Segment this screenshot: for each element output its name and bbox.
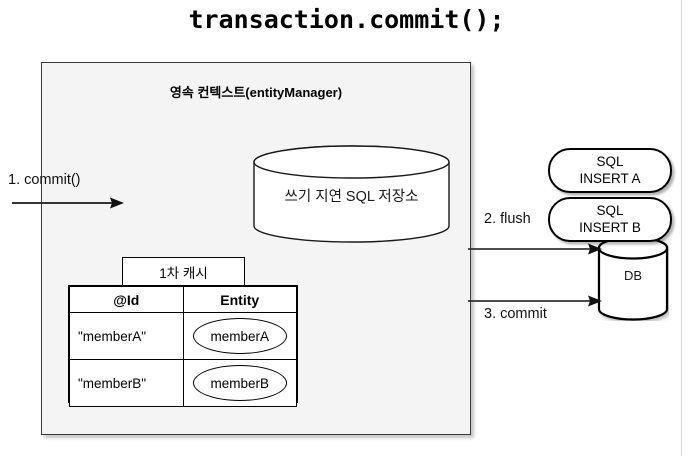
database-cylinder-icon [597, 236, 669, 321]
cache-table: @Id Entity "memberA" memberA "memberB" m… [68, 285, 298, 407]
arrow-flush-icon [468, 243, 602, 255]
sql-insert-a-line1: SQL [596, 153, 624, 169]
arrow-commit2-icon [468, 295, 602, 307]
page-edge-line [681, 0, 682, 456]
column-header-entity: Entity [182, 286, 297, 313]
cache-caption: 1차 캐시 [122, 257, 245, 286]
database-label: DB [623, 268, 643, 283]
column-header-id: @Id [69, 286, 184, 313]
sql-insert-a-line2: INSERT A [579, 170, 641, 186]
persistence-context-title: 영속 컨텍스트(entityManager) [169, 85, 343, 100]
sql-insert-b-line1: SQL [596, 202, 624, 218]
table-row: "memberA" memberA [69, 312, 297, 360]
sql-insert-b-box: SQL INSERT B [548, 197, 672, 242]
cell-entity: memberA [182, 312, 297, 360]
table-row: "memberB" memberB [69, 359, 297, 407]
cell-id: "memberA" [69, 312, 184, 360]
page-title: transaction.commit(); [188, 5, 505, 34]
cell-id: "memberB" [69, 359, 184, 407]
sql-insert-b-line2: INSERT B [579, 219, 641, 235]
arrow-commit-icon [12, 197, 124, 209]
entity-ellipse: memberB [192, 365, 287, 401]
sql-store-label: 쓰기 지연 SQL 저장소 [284, 189, 419, 205]
sql-store-cylinder-icon [253, 145, 450, 243]
arrow-label-commit: 1. commit() [8, 172, 81, 188]
arrow-label-commit2: 3. commit [484, 306, 547, 322]
cell-entity: memberB [182, 359, 297, 407]
arrow-label-flush: 2. flush [484, 211, 531, 227]
sql-insert-a-box: SQL INSERT A [548, 148, 672, 193]
table-header-row: @Id Entity [69, 286, 297, 313]
entity-ellipse: memberA [192, 318, 287, 354]
